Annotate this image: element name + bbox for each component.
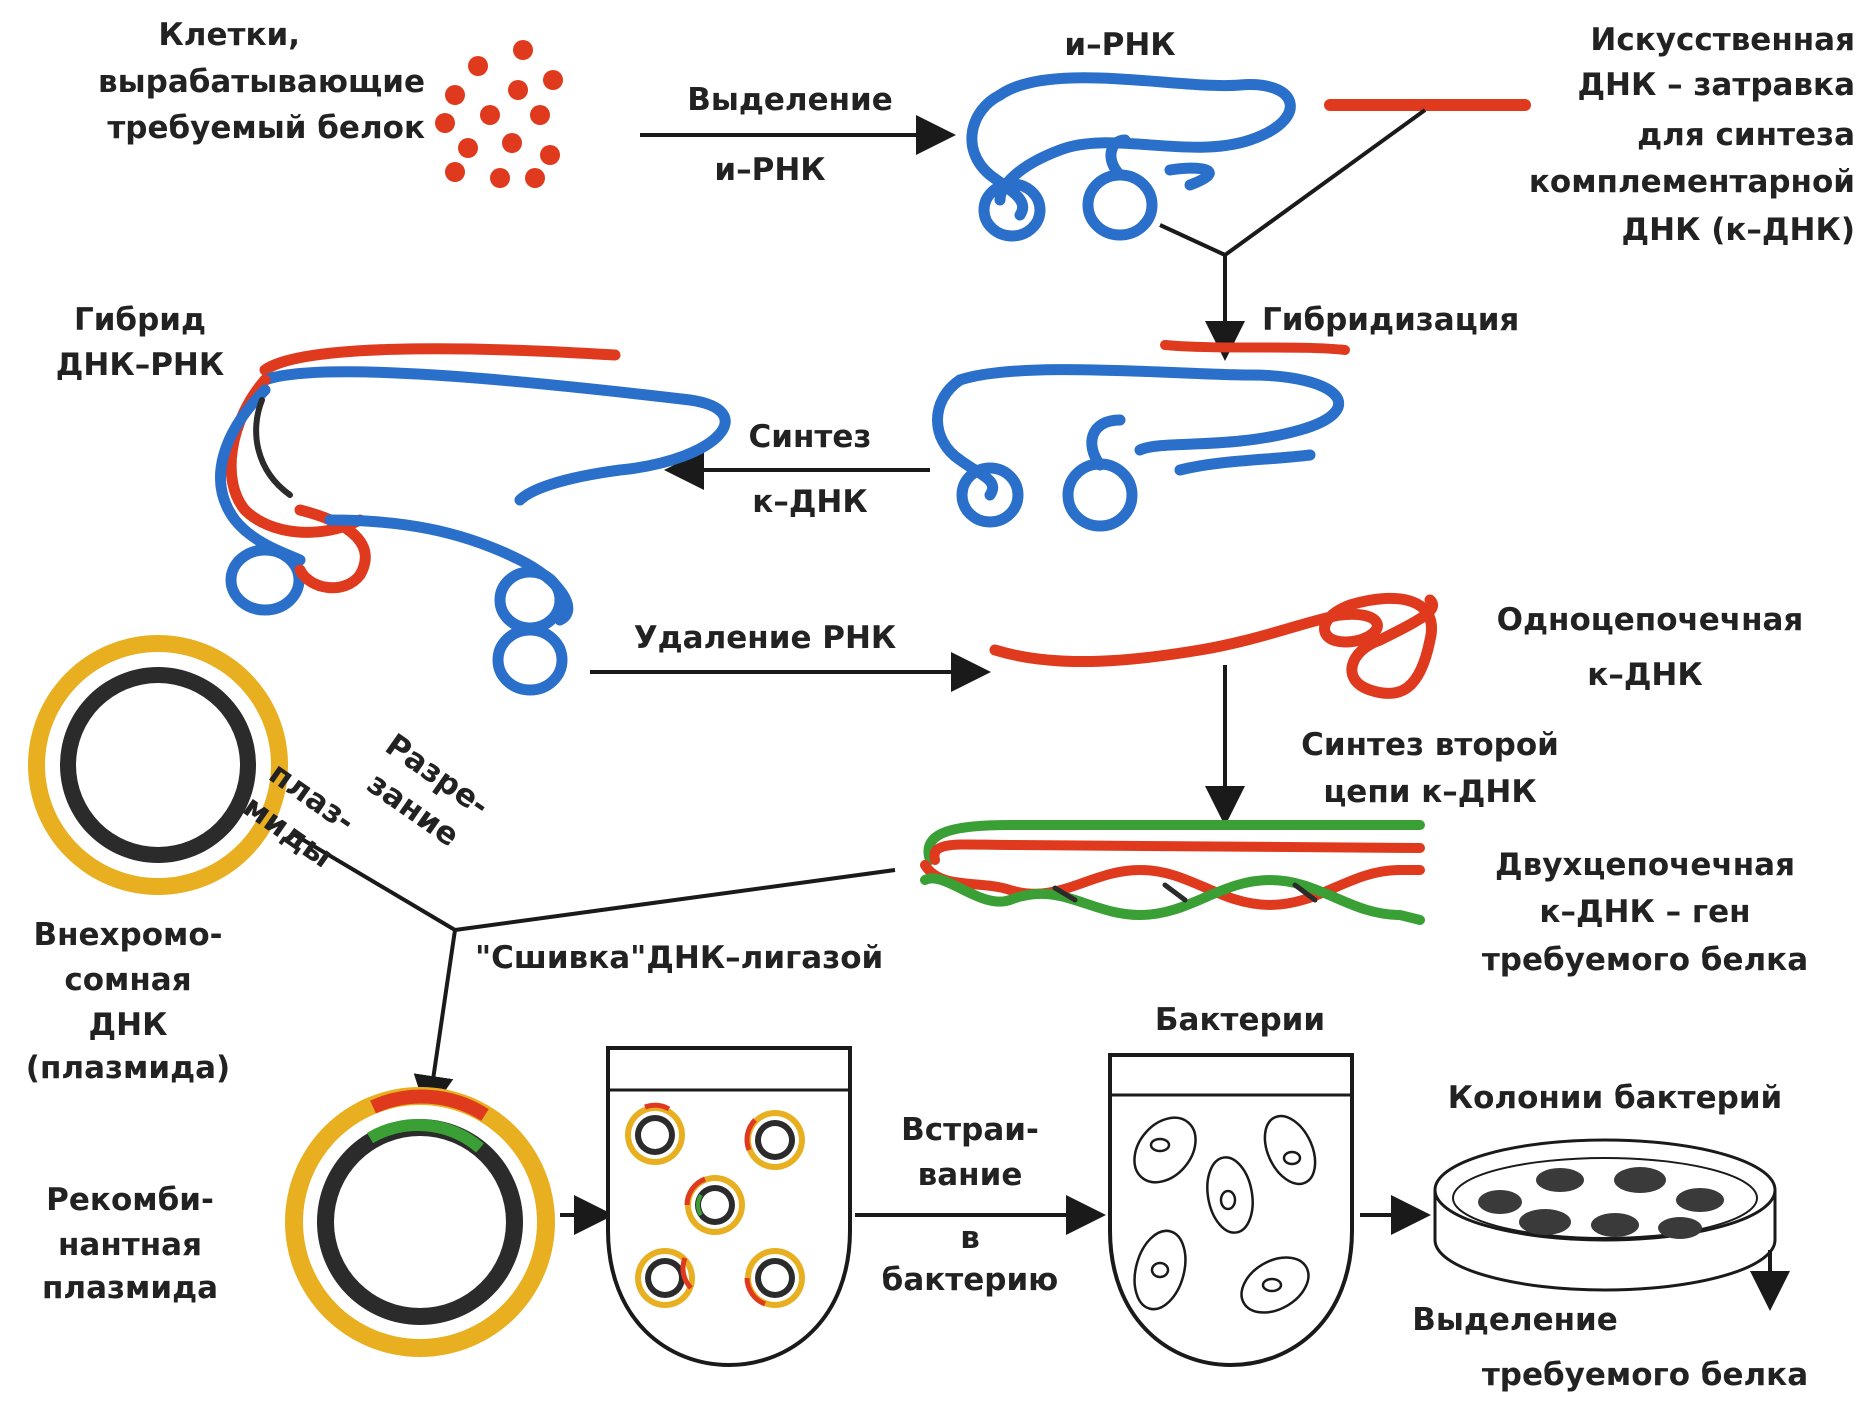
tube-plasmids [608,1048,850,1365]
label-single-strand-1: Одноцепочечная [1497,602,1804,638]
label-primer-1: Искусственная [1590,22,1855,58]
label-hybrid-2: ДНК–РНК [56,347,224,383]
label-double-strand-1: Двухцепочечная [1495,847,1795,883]
label-colonies: Колонии бактерий [1448,1080,1783,1116]
label-insertion-4: бактерию [882,1262,1059,1298]
label-protein-isolation-1: Выделение [1412,1302,1618,1338]
label-ligase: "Сшивка"ДНК–лигазой [475,940,883,976]
label-isolation-2: и–РНК [714,152,825,188]
label-insertion-3: в [960,1220,980,1256]
label-cells-3: требуемый белок [107,110,425,146]
label-primer-5: ДНК (к–ДНК) [1622,212,1855,248]
single-strand-cdna [995,598,1433,693]
label-double-strand-3: требуемого белка [1482,942,1808,978]
label-hybridization: Гибридизация [1262,302,1519,338]
label-primer-2: ДНК – затравка [1577,67,1855,103]
label-second-chain-2: цепи к–ДНК [1323,774,1536,810]
mrna-molecule [972,78,1290,236]
label-rna-removal: Удаление РНК [634,620,897,656]
label-bacteria: Бактерии [1155,1002,1325,1038]
label-hybrid-1: Гибрид [74,302,206,338]
label-recombinant-3: плазмида [42,1270,218,1306]
label-synthesis-2: к–ДНК [752,484,867,520]
recombinant-plasmid [285,1087,555,1357]
label-plasmid-1: Внехромо- [33,917,222,953]
label-synthesis-1: Синтез [749,419,872,455]
label-double-strand-2: к–ДНК – ген [1539,894,1750,930]
label-recombinant-2: нантная [58,1227,202,1263]
label-insertion-1: Встраи- [901,1112,1039,1148]
double-strand-cdna [925,825,1420,920]
label-recombinant-1: Рекомби- [46,1182,214,1218]
label-second-chain-1: Синтез второй [1301,727,1559,763]
plasmid [28,635,288,895]
label-primer-4: комплементарной [1529,164,1855,200]
label-plasmid-4: (плазмида) [26,1050,230,1086]
label-protein-isolation-2: требуемого белка [1482,1357,1808,1393]
cells-cluster [435,40,563,188]
label-primer-3: для синтеза [1637,117,1855,153]
petri-dish [1435,1140,1775,1290]
label-isolation-1: Выделение [687,82,893,118]
label-cells-1: Клетки, [158,17,300,53]
tube-bacteria [1110,1055,1352,1365]
label-single-strand-2: к–ДНК [1587,657,1702,693]
label-plasmid-2: сомная [64,962,191,998]
label-plasmid-3: ДНК [89,1007,168,1043]
mrna-with-primer [938,345,1346,526]
label-insertion-2: вание [918,1157,1023,1193]
label-cells-2: вырабатывающие [98,64,425,100]
label-mrna: и–РНК [1064,27,1175,63]
